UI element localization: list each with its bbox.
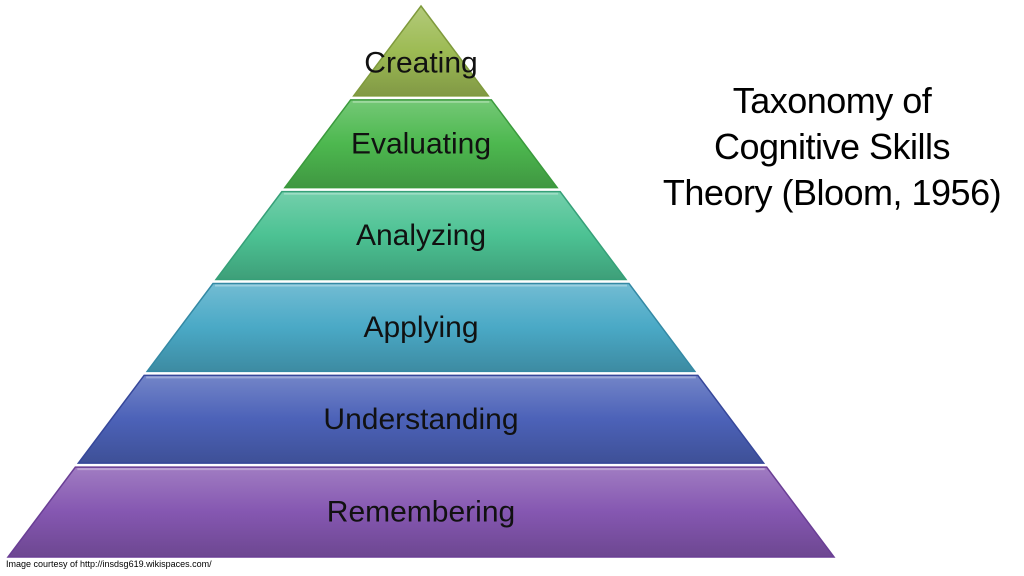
pyramid-band-evaluating [283, 99, 559, 189]
pyramid-label-analyzing: Analyzing [356, 219, 486, 252]
title-line-3: Theory (Bloom, 1956) [662, 172, 1002, 213]
pyramid-band-applying [145, 282, 697, 373]
pyramid-label-evaluating: Evaluating [351, 127, 491, 160]
pyramid-label-applying: Applying [363, 311, 478, 344]
pyramid-label-creating: Creating [364, 46, 477, 79]
pyramid-label-understanding: Understanding [323, 403, 518, 436]
pyramid-label-remembering: Remembering [327, 496, 515, 529]
title-line-1: Taxonomy of [732, 80, 932, 121]
image-credit-caption: Image courtesy of http://insdsg619.wikis… [6, 559, 212, 569]
pyramid-band-understanding [76, 374, 766, 464]
pyramid-band-analyzing [214, 190, 628, 281]
slide-title: Taxonomy of Cognitive Skills Theory (Blo… [640, 78, 1024, 216]
pyramid-band-remembering [6, 466, 836, 558]
title-line-2: Cognitive Skills [713, 126, 951, 167]
pyramid-band-creating [352, 4, 490, 97]
